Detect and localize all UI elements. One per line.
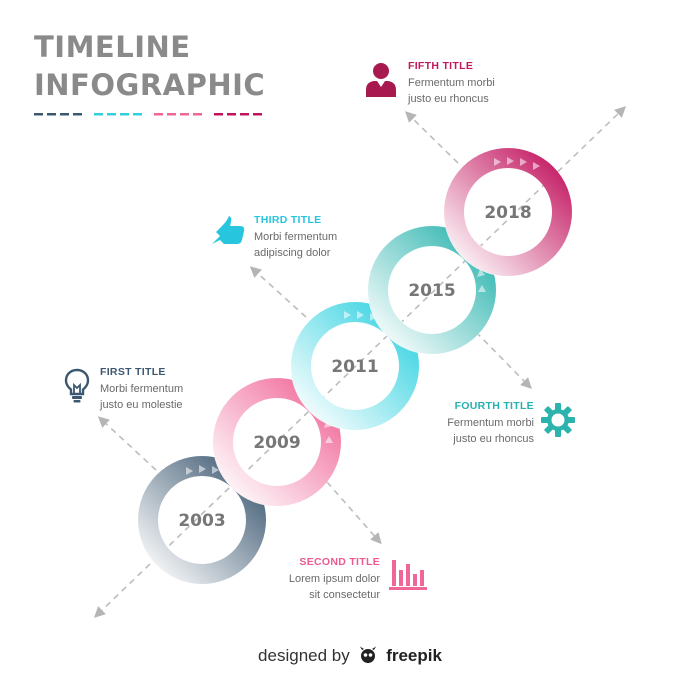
event-heading-second: SECOND TITLE <box>299 556 380 568</box>
underline-dash <box>47 113 56 116</box>
event-text-fifth-line2: justo eu rhoncus <box>408 93 489 105</box>
main-timeline-line <box>93 106 627 618</box>
event-heading-fourth: FOURTH TITLE <box>454 400 534 412</box>
ring-2009 <box>212 377 342 507</box>
event-text-fifth-line1: Fermentum morbi <box>408 77 495 89</box>
year-label-2011: 2011 <box>331 357 378 377</box>
ring-2015 <box>367 225 497 355</box>
underline-dash <box>73 113 82 116</box>
leader-line-2011 <box>249 266 307 318</box>
event-text-fourth-line2: justo eu rhoncus <box>453 433 534 445</box>
ring-2018 <box>443 147 573 277</box>
title-line-2: INFOGRAPHIC <box>34 68 266 102</box>
year-label-2009: 2009 <box>253 433 300 453</box>
leader-line-2003 <box>97 416 157 471</box>
event-heading-first: FIRST TITLE <box>100 366 166 378</box>
event-text-first-line2: justo eu molestie <box>100 399 183 411</box>
underline-dash <box>60 113 69 116</box>
leader-line-2009 <box>326 481 382 545</box>
thumbs-up-icon <box>212 216 245 244</box>
user-icon <box>366 63 396 97</box>
event-heading-third: THIRD TITLE <box>254 214 322 226</box>
credit-line: designed by freepik <box>0 646 700 666</box>
underline-dash <box>34 113 43 116</box>
gear-icon <box>541 403 575 437</box>
credit-prefix: designed by <box>258 646 350 665</box>
event-text-first-line1: Morbi fermentum <box>100 383 184 395</box>
ring-2003 <box>137 455 267 585</box>
bar-chart-icon <box>389 560 427 590</box>
title-line-1: TIMELINE <box>34 30 191 64</box>
event-heading-fifth: FIFTH TITLE <box>408 60 474 72</box>
credit-brand: freepik <box>386 646 442 665</box>
event-text-third-line1: Morbi fermentum <box>254 231 338 243</box>
event-text-fourth-line1: Fermentum morbi <box>447 417 534 429</box>
freepik-logo-icon <box>360 646 377 663</box>
ring-arrows-2015 <box>473 254 486 292</box>
leader-line-2018 <box>404 111 459 164</box>
event-text-third-line2: adipiscing dolor <box>254 247 331 259</box>
year-label-2018: 2018 <box>484 203 531 223</box>
year-label-2003: 2003 <box>178 511 225 531</box>
event-text-second-line2: sit consectetur <box>309 589 380 601</box>
ring-arrows-2009 <box>320 405 333 443</box>
leader-line-2015 <box>475 331 532 389</box>
year-label-2015: 2015 <box>408 281 455 301</box>
event-text-second-line1: Lorem ipsum dolor <box>288 573 380 585</box>
lightbulb-icon <box>64 368 90 403</box>
